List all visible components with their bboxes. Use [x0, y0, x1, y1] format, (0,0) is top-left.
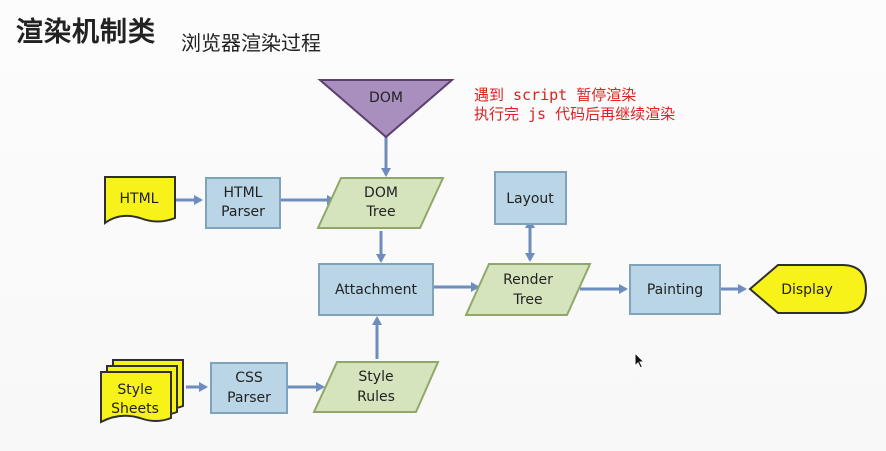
- style-rules-label-2: Rules: [357, 389, 395, 405]
- style-sheets-label-2: Sheets: [111, 401, 159, 417]
- page-title: 渲染机制类: [16, 17, 156, 48]
- layout-node: Layout: [494, 171, 567, 225]
- style-rules-label-1: Style: [358, 369, 393, 385]
- style-rules-node: Style Rules: [312, 361, 440, 413]
- html-parser-label-2: Parser: [221, 204, 265, 220]
- page-subtitle: 浏览器渲染过程: [181, 31, 321, 55]
- css-parser-label-2: Parser: [227, 390, 271, 406]
- attachment-label: Attachment: [335, 282, 418, 298]
- render-tree-node: Render Tree: [464, 263, 592, 316]
- dom-node: DOM: [317, 79, 455, 139]
- dom-tree-label-2: Tree: [365, 204, 395, 220]
- css-parser-label-1: CSS: [235, 370, 263, 386]
- annotation-line-2: 执行完 js 代码后再继续渲染: [474, 105, 676, 123]
- mouse-pointer-icon: [634, 352, 646, 369]
- style-sheets-label-1: Style: [117, 382, 152, 398]
- html-parser-label-1: HTML: [224, 185, 263, 201]
- painting-node: Painting: [629, 264, 721, 315]
- html-parser-node: HTML Parser: [205, 177, 281, 229]
- render-tree-label-1: Render: [503, 272, 553, 288]
- display-node: Display: [748, 264, 868, 314]
- style-sheets-node: Style Sheets: [100, 359, 184, 424]
- display-label: Display: [781, 282, 833, 298]
- layout-label: Layout: [506, 191, 554, 207]
- connectors: [175, 137, 747, 392]
- painting-label: Painting: [647, 282, 703, 298]
- html-document-node: HTML: [104, 176, 176, 225]
- css-parser-node: CSS Parser: [210, 362, 288, 414]
- dom-tree-node: DOM Tree: [316, 177, 445, 229]
- dom-label: DOM: [369, 90, 403, 106]
- attachment-node: Attachment: [318, 263, 434, 316]
- annotation-line-1: 遇到 script 暂停渲染: [474, 86, 637, 104]
- html-document-label: HTML: [120, 191, 159, 207]
- dom-tree-label-1: DOM: [364, 185, 398, 201]
- render-tree-label-2: Tree: [512, 292, 542, 308]
